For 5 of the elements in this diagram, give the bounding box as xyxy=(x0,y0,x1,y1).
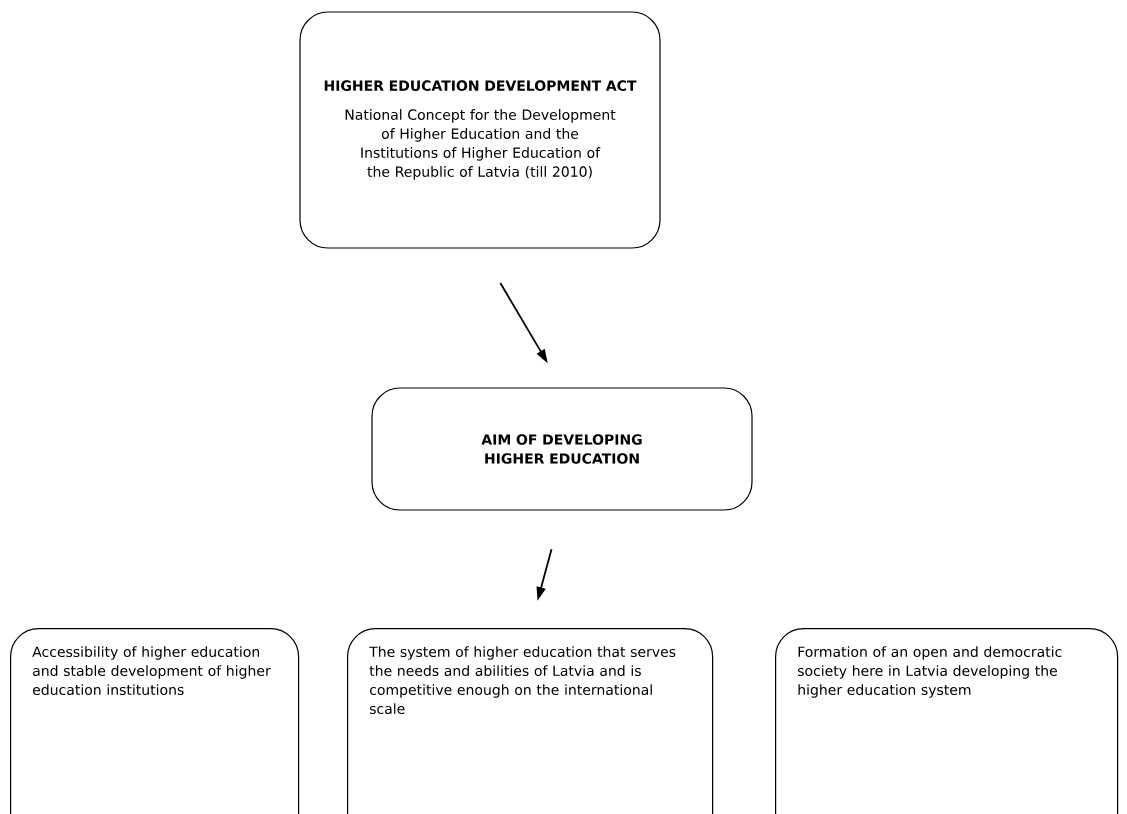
rounded-box: Accessibility of higher education and stable development of higher education institutions xyxy=(10,628,300,814)
rounded-box: AIM OF DEVELOPING HIGHER EDUCATION xyxy=(371,387,753,511)
rounded-box: The system of higher education that serves the needs and abilities of Latvia and is competitive enough on the international scale xyxy=(347,628,714,814)
rounded-box: Formation of an open and democratic society here in Latvia developing the higher education system xyxy=(775,628,1119,814)
rounded-box: HIGHER EDUCATION DEVELOPMENT ACT National Concept for the Development of Higher Education and the Institutions of Higher Education of the Republic of Latvia (till 2010) xyxy=(299,11,661,249)
